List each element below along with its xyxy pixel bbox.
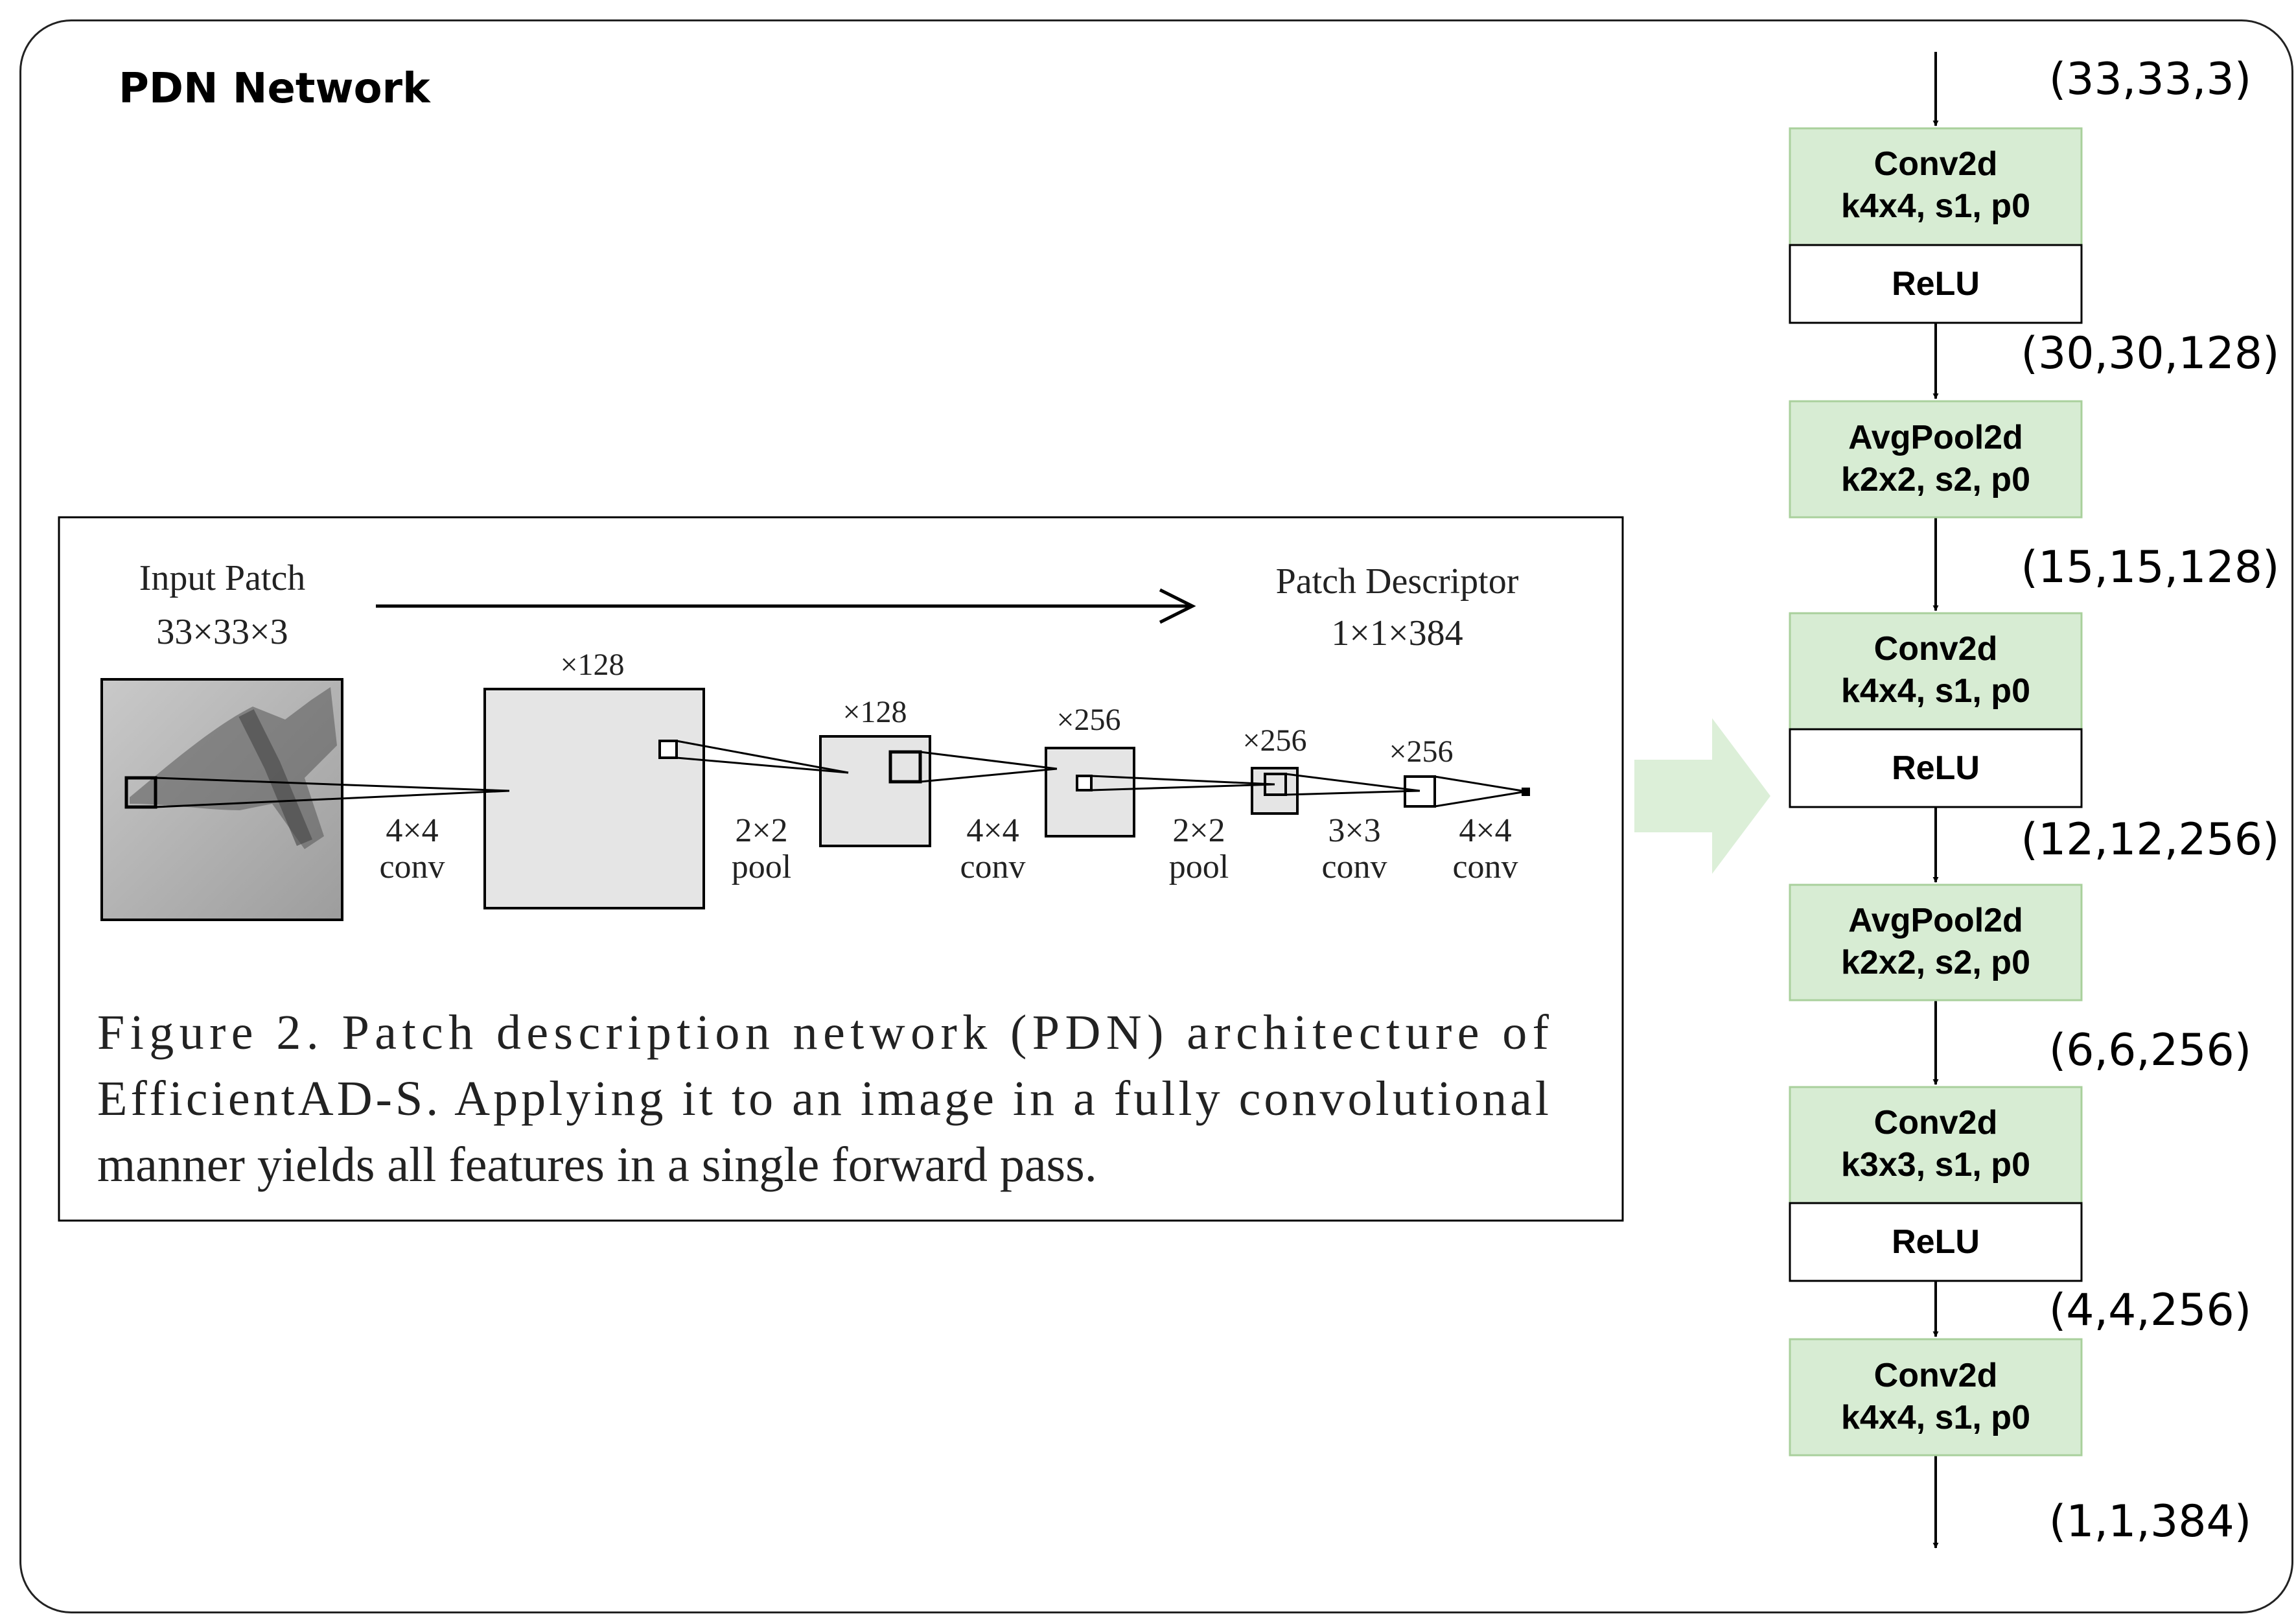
op-1-kernel: 4×4	[386, 812, 438, 849]
op-6-kernel: 4×4	[1459, 812, 1511, 849]
channels-label-5: ×256	[1389, 734, 1453, 769]
receptive-field-1	[658, 740, 678, 759]
op-4-type: pool	[1169, 849, 1229, 885]
shape-label-1: (33,33,3)	[2049, 54, 2252, 105]
shape-label-4: (12,12,256)	[2021, 814, 2279, 865]
channels-label-1: ×128	[560, 648, 624, 682]
block-conv2d-3	[1789, 1086, 2083, 1204]
op-2-type: pool	[732, 849, 791, 885]
op-3-type: conv	[960, 849, 1025, 885]
shape-label-3: (15,15,128)	[2021, 542, 2279, 593]
op-4-kernel: 2×2	[1172, 812, 1225, 849]
op-3-kernel: 4×4	[966, 812, 1019, 849]
slide-frame	[19, 19, 2293, 1613]
shape-label-6: (4,4,256)	[2049, 1285, 2252, 1336]
block-conv2d-4	[1789, 1338, 2083, 1457]
block-relu-3	[1789, 1202, 2083, 1282]
feature-map-3	[1045, 747, 1135, 837]
projection-lines	[155, 740, 1527, 808]
op-5-type: conv	[1321, 849, 1387, 885]
patch-descriptor-size: 1×1×384	[1331, 613, 1463, 653]
block-1-params: k4x4, s1, p0	[1841, 187, 2030, 225]
receptive-field-3	[1076, 775, 1093, 791]
caption-line-2: EfficientAD-S. Applying it to an image i…	[97, 1071, 1549, 1126]
block-5-name: Conv2d	[1874, 1104, 1998, 1142]
flow-direction-arrowhead	[1159, 588, 1196, 624]
block-4-params: k2x2, s2, p0	[1841, 944, 2030, 981]
block-3-name: Conv2d	[1874, 630, 1998, 668]
feature-map-1	[483, 688, 705, 909]
block-avgpool2d-1	[1789, 400, 2083, 519]
block-avgpool2d-2	[1789, 884, 2083, 1001]
receptive-field-2	[888, 750, 922, 784]
block-2-name: AvgPool2d	[1848, 419, 2023, 456]
op-1-type: conv	[379, 849, 445, 885]
block-3-params: k4x4, s1, p0	[1841, 672, 2030, 710]
block-2-params: k2x2, s2, p0	[1841, 461, 2030, 498]
feature-map-2	[819, 735, 931, 847]
block-1-name: Conv2d	[1874, 145, 1998, 183]
caption-line-1: Figure 2. Patch description network (PDN…	[97, 1005, 1549, 1060]
relu-1-label: ReLU	[1892, 265, 1980, 303]
channels-label-3: ×256	[1056, 703, 1120, 737]
slide-title: PDN Network	[119, 65, 430, 113]
block-5-params: k3x3, s1, p0	[1841, 1146, 2030, 1184]
shape-label-7: (1,1,384)	[2049, 1496, 2252, 1547]
block-relu-2	[1789, 728, 2083, 808]
channels-label-2: ×128	[842, 695, 907, 729]
op-5-kernel: 3×3	[1328, 812, 1380, 849]
input-patch-label: Input Patch	[139, 558, 306, 598]
relu-2-label: ReLU	[1892, 749, 1980, 787]
relu-3-label: ReLU	[1892, 1223, 1980, 1261]
channels-label-4: ×256	[1242, 723, 1306, 758]
block-6-params: k4x4, s1, p0	[1841, 1399, 2030, 1436]
feature-map-4	[1251, 767, 1299, 815]
block-6-name: Conv2d	[1874, 1357, 1998, 1394]
caption-line-3: manner yields all features in a single f…	[97, 1138, 1097, 1192]
patch-descriptor-label: Patch Descriptor	[1276, 561, 1519, 602]
input-patch-size: 33×33×3	[156, 612, 288, 652]
op-6-type: conv	[1452, 849, 1518, 885]
big-green-arrow	[1634, 718, 1770, 874]
block-relu-1	[1789, 244, 2083, 324]
block-conv2d-2	[1789, 612, 2083, 731]
shape-label-2: (30,30,128)	[2021, 328, 2279, 379]
shape-label-5: (6,6,256)	[2049, 1025, 2252, 1076]
op-2-kernel: 2×2	[735, 812, 787, 849]
block-conv2d-1	[1789, 127, 2083, 246]
block-4-name: AvgPool2d	[1848, 902, 2023, 939]
